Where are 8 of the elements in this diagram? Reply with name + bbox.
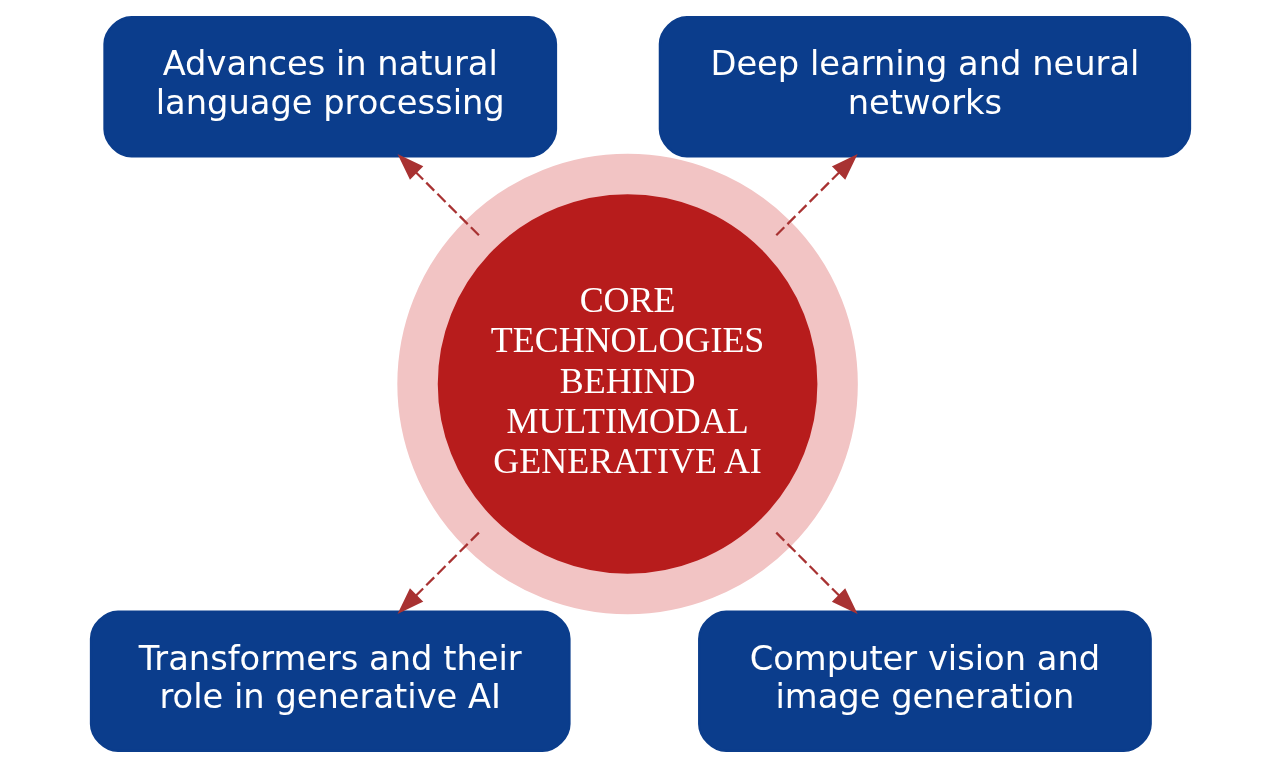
node-box: Deep learning and neural networks [658,15,1191,158]
node-box: Advances in natural language processing [102,15,557,158]
arrow [774,153,858,237]
node-box: Transformers and their role in generative AI [89,610,571,753]
arrow [397,531,480,615]
node-box: Computer vision and image generation [697,610,1152,753]
arrow [397,153,480,237]
arrow [774,531,858,615]
